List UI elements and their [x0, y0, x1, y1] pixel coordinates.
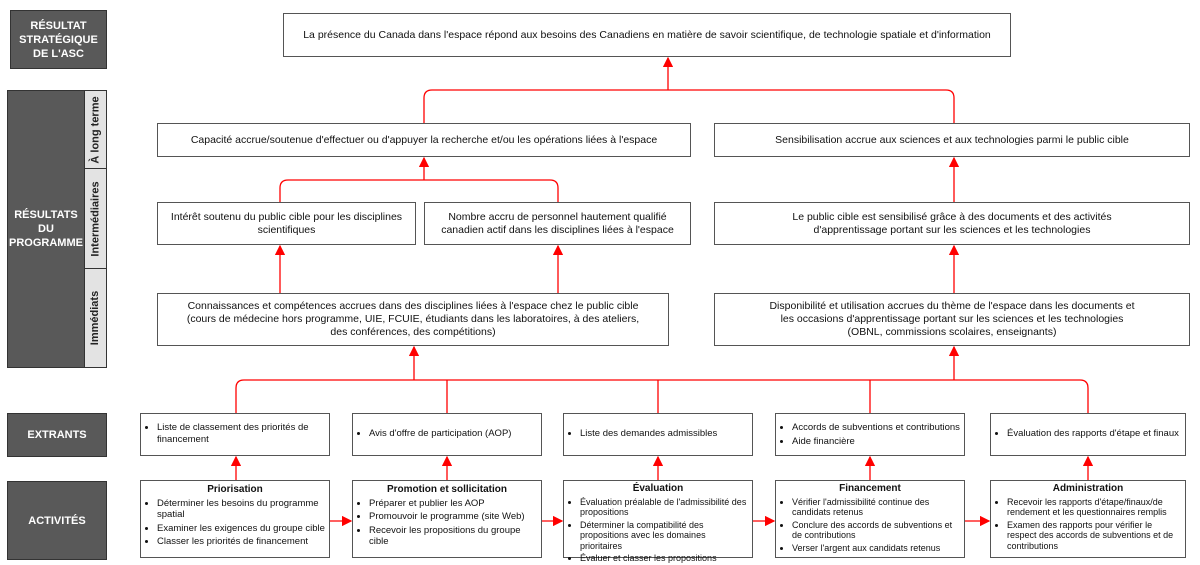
output-box: Liste des demandes admissibles: [563, 413, 753, 456]
intermediate-outcome: Nombre accru de personnel hautement qual…: [424, 202, 691, 245]
strategic-outcome-box: La présence du Canada dans l'espace répo…: [283, 13, 1011, 57]
line: Disponibilité et utilisation accrues du …: [769, 300, 1135, 312]
output-box: Évaluation des rapports d'étape et finau…: [990, 413, 1186, 456]
label-text: À long terme: [89, 95, 102, 164]
intermediate-outcome: Le public cible est sensibilisé grâce à …: [714, 202, 1190, 245]
activity-item: Examiner les exigences du groupe cible: [157, 523, 325, 535]
activity-title: Financement: [839, 483, 901, 494]
line: des conférences, des compétitions): [330, 326, 496, 338]
output-item: Liste de classement des priorités de fin…: [157, 422, 325, 445]
activity-box: Financement Vérifier l'admissibilité con…: [775, 480, 965, 558]
activity-box: Administration Recevoir les rapports d'é…: [990, 480, 1186, 558]
label-text: Immédiats: [89, 290, 102, 346]
output-box: Accords de subventions et contributionsA…: [775, 413, 965, 456]
activity-box: Évaluation Évaluation préalable de l'adm…: [563, 480, 753, 563]
activity-title: Évaluation: [632, 483, 684, 494]
label-strategic: RÉSULTAT STRATÉGIQUE DE L'ASC: [10, 10, 107, 69]
intermediate-outcome: Intérêt soutenu du public cible pour les…: [157, 202, 416, 245]
activity-box: Priorisation Déterminer les besoins du p…: [140, 480, 330, 558]
activity-box: Promotion et sollicitation Préparer et p…: [352, 480, 542, 558]
output-item: Évaluation des rapports d'étape et finau…: [1007, 428, 1181, 440]
activity-item: Évaluer et classer les propositions: [580, 553, 748, 564]
immediate-outcome: Disponibilité et utilisation accrues du …: [714, 293, 1190, 346]
line: Connaissances et compétences accrues dan…: [187, 300, 639, 312]
output-box: Avis d'offre de participation (AOP): [352, 413, 542, 456]
output-item: Accords de subventions et contributions: [792, 422, 960, 434]
long-term-outcome: Sensibilisation accrue aux sciences et a…: [714, 123, 1190, 157]
immediate-outcome: Connaissances et compétences accrues dan…: [157, 293, 669, 346]
output-item: Liste des demandes admissibles: [580, 428, 748, 440]
activity-item: Conclure des accords de subventions et d…: [792, 520, 960, 541]
label-text: Intermédiaires: [89, 180, 102, 257]
activity-item: Préparer et publier les AOP: [369, 498, 537, 510]
output-item: Aide financière: [792, 436, 960, 448]
line: (OBNL, commissions scolaires, enseignant…: [847, 326, 1057, 338]
label-long-term: À long terme: [84, 90, 107, 169]
activity-item: Évaluation préalable de l'admissibilité …: [580, 497, 748, 518]
long-term-outcome: Capacité accrue/soutenue d'effectuer ou …: [157, 123, 691, 157]
label-immediate: Immédiats: [84, 268, 107, 368]
activity-item: Déterminer la compatibilité des proposit…: [580, 520, 748, 552]
output-box: Liste de classement des priorités de fin…: [140, 413, 330, 456]
activity-item: Vérifier l'admissibilité continue des ca…: [792, 497, 960, 518]
label-activities: ACTIVITÉS: [7, 481, 107, 560]
label-intermediate: Intermédiaires: [84, 168, 107, 269]
activity-item: Déterminer les besoins du programme spat…: [157, 498, 325, 521]
activity-item: Recevoir les propositions du groupe cibl…: [369, 525, 537, 548]
activity-item: Verser l'argent aux candidats retenus: [792, 543, 960, 554]
activity-title: Promotion et sollicitation: [386, 484, 507, 495]
activity-item: Classer les priorités de financement: [157, 536, 325, 548]
activity-item: Examen des rapports pour vérifier le res…: [1007, 520, 1181, 552]
activity-item: Recevoir les rapports d'étape/finaux/de …: [1007, 497, 1181, 518]
line: (cours de médecine hors programme, UIE, …: [186, 313, 640, 325]
activity-title: Administration: [1052, 483, 1124, 494]
line: les occasions d'apprentissage portant su…: [780, 313, 1124, 325]
label-outputs: EXTRANTS: [7, 413, 107, 457]
output-item: Avis d'offre de participation (AOP): [369, 428, 537, 440]
activity-item: Promouvoir le programme (site Web): [369, 511, 537, 523]
label-program: RÉSULTATS DU PROGRAMME: [7, 90, 85, 368]
activity-title: Priorisation: [207, 484, 263, 495]
